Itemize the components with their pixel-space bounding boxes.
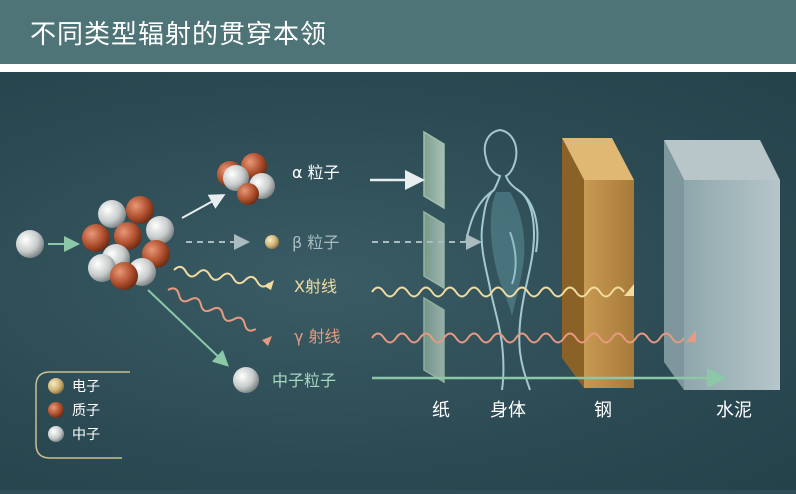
legend: 电子 质子 中子 (35, 371, 130, 459)
xray-emission-wave (173, 265, 270, 288)
legend-neutron-label: 中子 (72, 427, 100, 443)
gamma-path-wave (371, 332, 685, 344)
alpha-particle (217, 153, 275, 205)
concrete-label: 水泥 (716, 400, 752, 421)
gamma-emission-head (262, 336, 272, 346)
alpha-emission-arrow (181, 194, 226, 219)
gamma-label: γ 射线 (294, 327, 341, 346)
alpha-label: α 粒子 (292, 163, 340, 182)
legend-electron-label: 电子 (72, 379, 100, 395)
title-divider (0, 64, 796, 72)
legend-electron-swatch (48, 378, 64, 394)
xray-path-head (624, 284, 634, 296)
incoming-neutron (16, 230, 44, 258)
legend-neutron-swatch (48, 426, 64, 442)
xray-path-wave (371, 286, 625, 298)
body-label: 身体 (490, 400, 526, 421)
xray-emission-head (264, 280, 274, 290)
beta-electron (265, 235, 279, 249)
legend-proton-swatch (48, 402, 64, 418)
steel-label: 钢 (594, 400, 612, 421)
beta-label: β 粒子 (292, 233, 339, 252)
gamma-path-head (686, 330, 696, 342)
body-inner (490, 192, 525, 316)
neutron-emission-arrow (147, 289, 229, 367)
neutron-label: 中子粒子 (272, 371, 336, 390)
gamma-emission-wave (167, 287, 257, 332)
emitted-neutron (233, 367, 259, 393)
legend-proton-label: 质子 (72, 403, 100, 419)
diagram-area: α 粒子 β 粒子 X射线 γ 射线 中子粒子 纸 身体 钢 水泥 (0, 72, 796, 490)
radiation-diagram: α 粒子 β 粒子 X射线 γ 射线 中子粒子 纸 身体 钢 水泥 (16, 129, 780, 459)
steel-block (562, 138, 634, 388)
paper-sheets (423, 130, 445, 384)
concrete-block (664, 140, 780, 390)
xray-label: X射线 (294, 277, 337, 296)
page-title: 不同类型辐射的贯穿本领 (30, 20, 328, 50)
nucleus (82, 196, 174, 290)
paper-label: 纸 (432, 400, 450, 421)
title-bar: 不同类型辐射的贯穿本领 (0, 0, 796, 64)
